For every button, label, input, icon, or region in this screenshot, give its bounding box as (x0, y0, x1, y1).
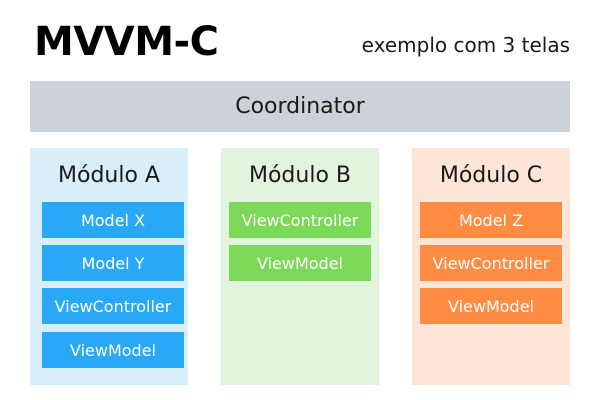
module-a-item-viewcontroller: ViewController (42, 288, 184, 324)
module-a-item-model-x: Model X (42, 202, 184, 238)
coordinator-box: Coordinator (30, 81, 570, 132)
module-c-title: Módulo C (439, 163, 543, 188)
module-c-box: Módulo C Model Z ViewController ViewMode… (412, 148, 570, 385)
diagram-subtitle: exemplo com 3 telas (361, 33, 570, 57)
module-c-item-model-z: Model Z (420, 202, 562, 238)
module-b-item-viewcontroller: ViewController (229, 202, 371, 238)
module-a-box: Módulo A Model X Model Y ViewController … (30, 148, 188, 385)
module-c-item-viewcontroller: ViewController (420, 245, 562, 281)
module-a-title: Módulo A (58, 163, 160, 188)
module-a-item-model-y: Model Y (42, 245, 184, 281)
module-a-item-viewmodel: ViewModel (42, 332, 184, 368)
module-c-item-viewmodel: ViewModel (420, 288, 562, 324)
module-b-box: Módulo B ViewController ViewModel (221, 148, 379, 385)
diagram-title: MVVM-C (34, 19, 219, 65)
module-b-item-viewmodel: ViewModel (229, 245, 371, 281)
module-b-title: Módulo B (248, 163, 351, 188)
